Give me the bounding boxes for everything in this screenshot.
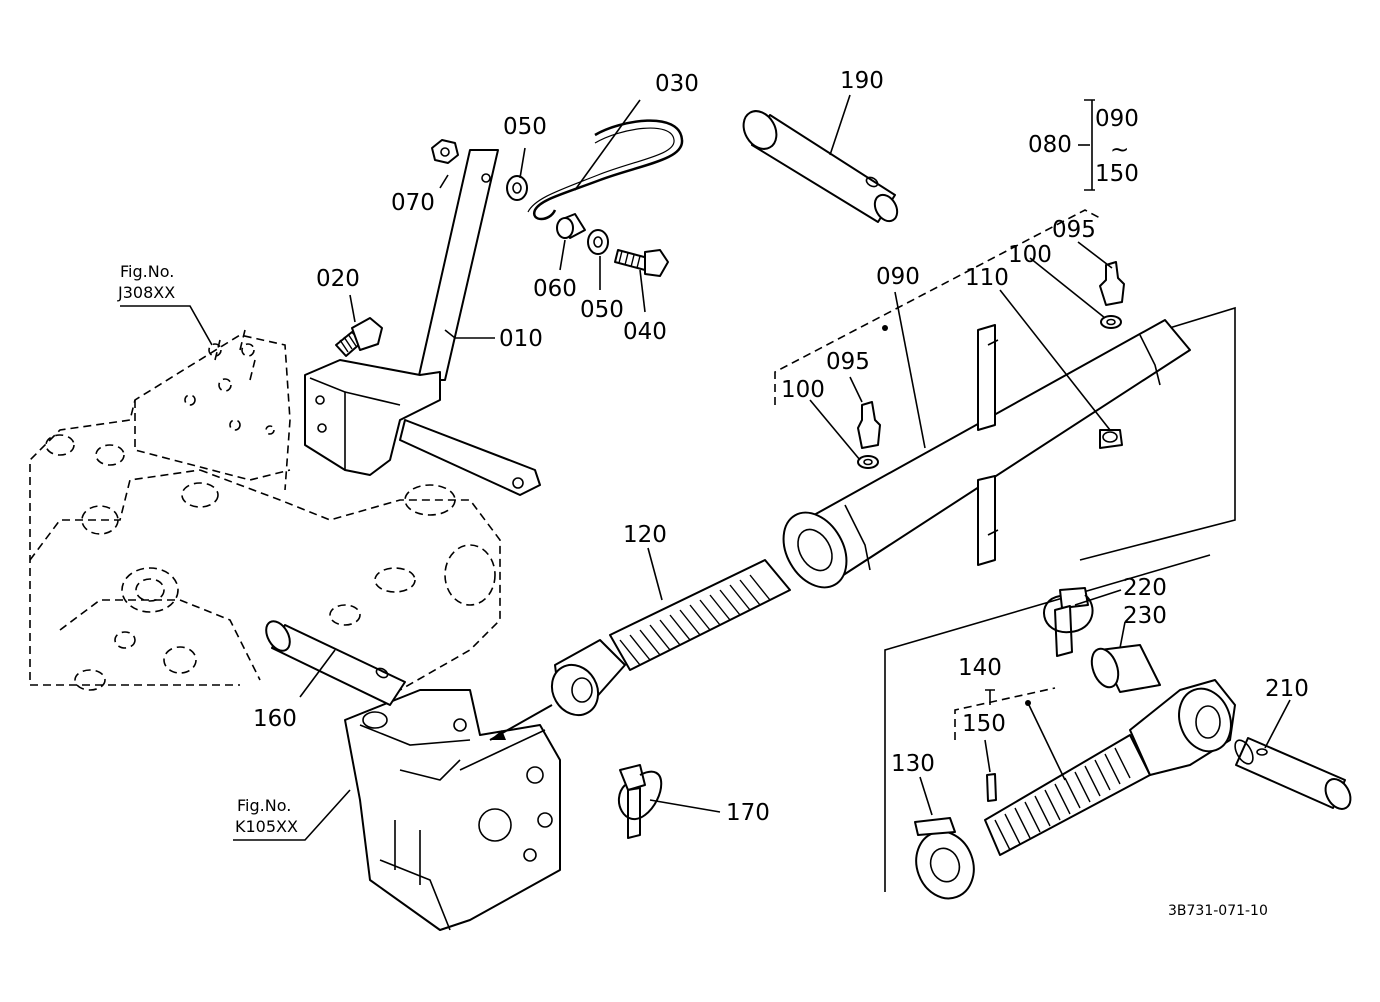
callout-170: 170: [726, 800, 770, 826]
lever-010: [304, 149, 541, 496]
callout-020: 020: [316, 266, 360, 292]
collar-230: [1090, 644, 1161, 693]
callout-150: 150: [962, 711, 1006, 737]
callouts: 030 050 070 020 010 060 050 040 190 080 …: [253, 68, 1309, 826]
callout-140: 140: [958, 655, 1002, 681]
leader-lines: [299, 94, 1291, 816]
callout-010: 010: [499, 326, 543, 352]
figure-ref-j308: Fig.No. J308XX: [117, 262, 213, 346]
bolt-040: [614, 249, 669, 277]
callout-130: 130: [891, 751, 935, 777]
washer-050-upper: [506, 175, 528, 201]
range-tilde: ~: [1110, 137, 1129, 163]
callout-095-left: 095: [826, 349, 870, 375]
grease-fitting-095-right: [1099, 261, 1125, 329]
callout-050-upper: 050: [503, 114, 547, 140]
callout-120: 120: [623, 522, 667, 548]
plug-110: [1099, 429, 1123, 449]
handle-110: [977, 324, 999, 566]
figure-ref-j308-line1: Fig.No.: [120, 262, 174, 281]
tube-090: [782, 319, 1191, 589]
callout-070: 070: [391, 190, 435, 216]
callout-230: 230: [1123, 603, 1167, 629]
hydraulic-housing: [29, 329, 501, 691]
nut-070: [431, 139, 459, 164]
threaded-rod-120: [550, 559, 791, 717]
callout-210: 210: [1265, 676, 1309, 702]
callout-050-lower: 050: [580, 297, 624, 323]
spring-pin-150: [986, 773, 997, 802]
bracket-k105: [344, 689, 561, 931]
callout-160: 160: [253, 706, 297, 732]
lynch-pin-220: [1043, 587, 1094, 657]
bolt-020: [335, 317, 383, 357]
callout-100-left: 100: [781, 377, 825, 403]
callout-060: 060: [533, 276, 577, 302]
callout-095-right: 095: [1052, 217, 1096, 243]
pin-190: [742, 110, 899, 223]
callout-150-range-end: 150: [1095, 161, 1139, 187]
drawing-code: 3B731-071-10: [1168, 903, 1268, 919]
figure-ref-k105-line2: K105XX: [235, 817, 298, 836]
nut-130: [914, 817, 975, 900]
lower-link-box: [884, 554, 1211, 892]
callout-100-right: 100: [1008, 242, 1052, 268]
washer-050-lower: [587, 229, 609, 255]
callout-190: 190: [840, 68, 884, 94]
figure-ref-k105-line1: Fig.No.: [237, 796, 291, 815]
callout-220: 220: [1123, 575, 1167, 601]
callout-090-range-start: 090: [1095, 106, 1139, 132]
callout-090: 090: [876, 264, 920, 290]
threaded-rod-140: [984, 679, 1236, 856]
callout-040: 040: [623, 319, 667, 345]
callout-080: 080: [1028, 132, 1072, 158]
figure-ref-j308-line2: J308XX: [117, 283, 175, 302]
callout-030: 030: [655, 71, 699, 97]
collar-060: [556, 213, 586, 239]
figure-ref-k105: Fig.No. K105XX: [233, 789, 351, 841]
wire-030: [527, 119, 684, 221]
lynch-pin-170: [618, 764, 663, 839]
top-link-box: [774, 209, 1236, 561]
grease-fitting-095-left: [857, 401, 881, 469]
pin-160: [265, 620, 406, 706]
pin-210: [1234, 737, 1352, 810]
callout-110: 110: [965, 265, 1009, 291]
